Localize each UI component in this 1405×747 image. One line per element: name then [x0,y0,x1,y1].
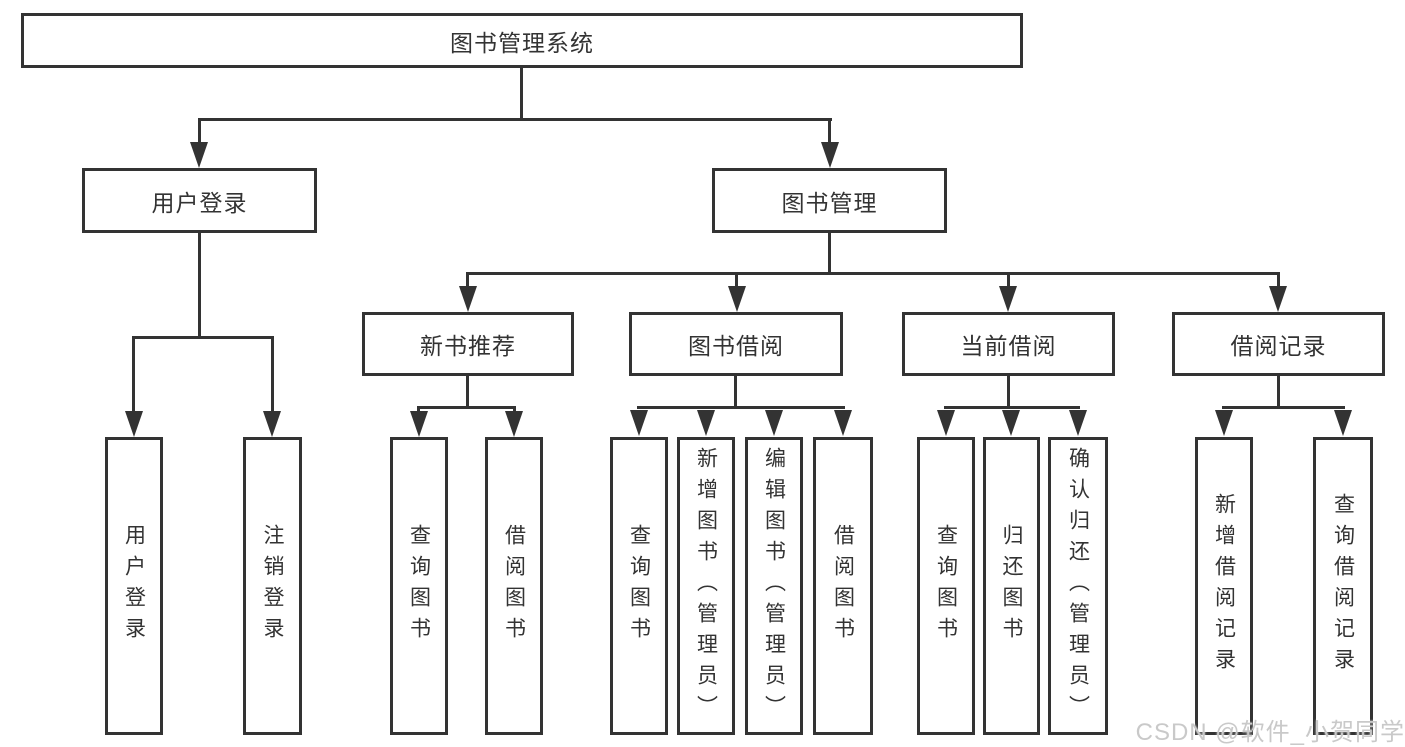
line-segment [417,406,516,409]
node-book-borrowing: 图书借阅 [629,312,843,376]
node-new-book-recommendation: 新书推荐 [362,312,574,376]
arrowhead-down [697,410,715,436]
line-segment [1007,272,1010,288]
line-segment [734,376,737,406]
line-segment [637,406,845,409]
arrowhead-down [1215,410,1233,436]
node-query-books-borrowing: 查询图书 [610,437,668,735]
node-label: 图书借阅 [688,333,784,359]
node-return-books: 归还图书 [983,437,1040,735]
arrowhead-down [410,411,428,437]
arrowhead-down [728,286,746,312]
node-label: 当前借阅 [960,333,1057,359]
node-add-books-admin: 新增图书（管理员） [677,437,735,735]
arrowhead-down [630,410,648,436]
line-segment [828,118,831,144]
arrowhead-down [765,410,783,436]
line-segment [198,118,201,144]
arrowhead-down [1269,286,1287,312]
arrowhead-down [263,411,281,437]
node-label: 图书管理系统 [450,29,594,56]
node-label: 查询图书 [934,524,958,648]
node-confirm-return-admin: 确认归还（管理员） [1048,437,1108,735]
csdn-watermark: CSDN @软件_小贺同学 [1135,719,1405,746]
arrowhead-down [1334,410,1352,436]
node-label: 查询图书 [627,524,651,648]
line-segment [1222,406,1345,409]
arrowhead-down [1002,410,1020,436]
arrowhead-down [459,286,477,312]
node-label: 查询图书 [407,524,431,648]
node-logout: 注销登录 [243,437,302,735]
node-borrowing-records: 借阅记录 [1172,312,1385,376]
node-label: 注销登录 [261,524,284,648]
arrowhead-down [190,142,208,168]
node-label: 借阅图书 [502,524,526,648]
node-label: 用户登录 [151,189,248,216]
arrowhead-down [834,410,852,436]
line-segment [1277,376,1280,406]
node-query-books-current: 查询图书 [917,437,975,735]
node-label: 借阅记录 [1230,333,1327,359]
node-library-management-system: 图书管理系统 [21,13,1023,68]
node-user-login: 用户登录 [82,168,317,233]
line-segment [513,406,516,414]
line-segment [417,406,420,414]
arrowhead-down [821,142,839,168]
line-segment [467,272,1280,275]
arrowhead-down [999,286,1017,312]
line-segment [828,233,831,272]
line-segment [520,68,523,118]
line-segment [132,336,274,339]
line-segment [198,118,832,121]
line-segment [198,233,201,336]
line-segment [271,336,274,412]
line-segment [1007,376,1010,406]
node-label: 归还图书 [1000,524,1023,648]
arrowhead-down [505,411,523,437]
node-label: 用户登录 [122,524,146,648]
line-segment [132,336,135,412]
node-user-login-leaf: 用户登录 [105,437,163,735]
arrowhead-down [937,410,955,436]
node-label: 查询借阅记录 [1331,493,1355,679]
node-label: 图书管理 [781,189,878,216]
line-segment [735,272,738,288]
line-segment [466,376,469,406]
node-label: 确认归还（管理员） [1066,446,1090,726]
node-query-borrow-record: 查询借阅记录 [1313,437,1373,735]
line-segment [1277,272,1280,288]
node-borrow-books: 借阅图书 [813,437,873,735]
line-segment [466,272,469,288]
line-segment [944,406,1080,409]
arrowhead-down [1069,410,1087,436]
arrowhead-down [125,411,143,437]
node-label: 新增借阅记录 [1212,493,1236,679]
node-current-borrowing: 当前借阅 [902,312,1115,376]
node-borrow-books-recommend: 借阅图书 [485,437,543,735]
node-label: 编辑图书（管理员） [762,446,786,726]
node-query-books-recommend: 查询图书 [390,437,448,735]
node-book-management: 图书管理 [712,168,947,233]
node-label: 新书推荐 [420,333,516,359]
node-label: 借阅图书 [831,524,855,648]
node-label: 新增图书（管理员） [694,446,718,726]
node-add-borrow-record: 新增借阅记录 [1195,437,1253,735]
node-edit-books-admin: 编辑图书（管理员） [745,437,803,735]
